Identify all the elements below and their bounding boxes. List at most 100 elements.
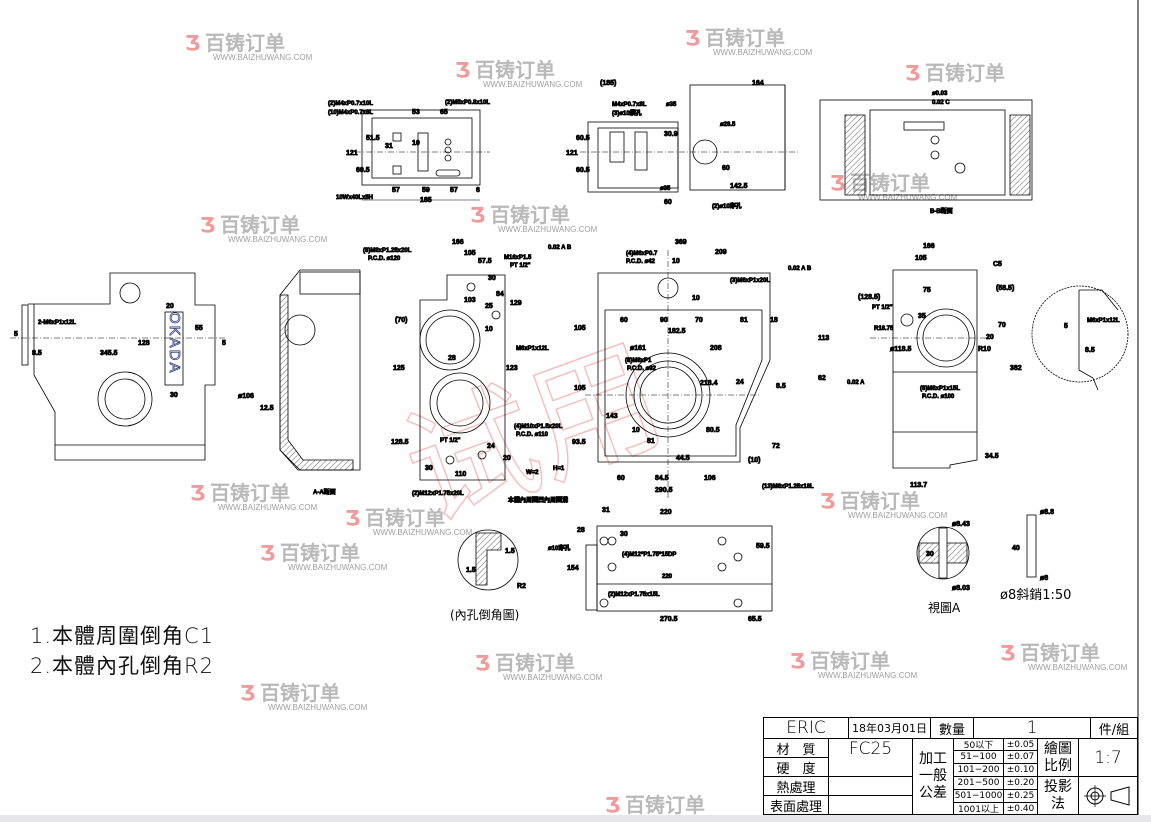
svg-text:PT 1/2": PT 1/2" xyxy=(440,438,461,444)
svg-text:60.5: 60.5 xyxy=(576,167,590,174)
svg-text:R18.75: R18.75 xyxy=(874,326,894,332)
pin-caption: ø8斜銷1:50 xyxy=(1000,587,1071,603)
svg-text:20: 20 xyxy=(166,303,174,310)
svg-text:(10): (10) xyxy=(748,457,760,464)
svg-text:93.5: 93.5 xyxy=(572,439,586,446)
svg-text:166: 166 xyxy=(923,243,935,250)
svg-text:10: 10 xyxy=(672,258,680,265)
svg-text:10: 10 xyxy=(485,326,493,333)
svg-text:Ʒ: Ʒ xyxy=(345,506,360,530)
svg-text:51.5: 51.5 xyxy=(366,135,380,142)
svg-text:6: 6 xyxy=(476,187,480,194)
svg-text:ø8.8: ø8.8 xyxy=(1040,509,1054,516)
svg-text:Ʒ: Ʒ xyxy=(905,61,920,85)
svg-text:(2)M4xP0.7x10L: (2)M4xP0.7x10L xyxy=(328,101,373,107)
svg-text:WWW.BAIZHUWANG.COM: WWW.BAIZHUWANG.COM xyxy=(503,673,603,682)
svg-text:(8)M8xP1.25x20L: (8)M8xP1.25x20L xyxy=(363,248,412,254)
svg-text:(3)ø10鑽孔: (3)ø10鑽孔 xyxy=(612,109,642,117)
svg-text:154: 154 xyxy=(567,565,579,572)
svg-text:M16xP1.5: M16xP1.5 xyxy=(504,255,532,261)
svg-text:A-A斷面: A-A斷面 xyxy=(313,488,336,496)
svg-text:10Wx40Lx5H: 10Wx40Lx5H xyxy=(336,195,373,201)
svg-text:(185): (185) xyxy=(600,80,616,87)
svg-text:70: 70 xyxy=(998,322,1006,329)
svg-text:369: 369 xyxy=(675,239,687,246)
svg-text:Ʒ: Ʒ xyxy=(190,481,205,505)
svg-text:44.5: 44.5 xyxy=(676,455,690,462)
svg-text:WWW.BAIZHUWANG.COM: WWW.BAIZHUWANG.COM xyxy=(213,53,313,62)
date: 18年03月01日 xyxy=(848,717,931,739)
svg-text:Ʒ: Ʒ xyxy=(470,203,485,227)
tolerance-value: ±0.07 xyxy=(1003,750,1038,764)
svg-text:62: 62 xyxy=(818,375,826,382)
svg-text:28: 28 xyxy=(577,527,585,534)
svg-text:30: 30 xyxy=(926,551,934,558)
svg-text:10: 10 xyxy=(632,427,640,434)
svg-text:209: 209 xyxy=(715,249,727,256)
surface-treatment-label: 表面處理 xyxy=(763,795,829,815)
svg-text:(70): (70) xyxy=(395,317,407,324)
svg-text:10: 10 xyxy=(412,140,420,147)
svg-text:57: 57 xyxy=(450,187,458,194)
svg-text:12.5: 12.5 xyxy=(260,405,274,412)
projection-label: 投影法 xyxy=(1037,776,1079,815)
svg-text:208: 208 xyxy=(710,345,722,352)
svg-text:121: 121 xyxy=(346,150,358,157)
view-top-left: 53 65 (2)M4xP0.7x10L (10)M4xP0.7x8L (2)M… xyxy=(328,100,491,205)
quantity-value: 1 xyxy=(973,717,1091,739)
svg-text:90: 90 xyxy=(660,317,668,324)
svg-text:百铸订单: 百铸订单 xyxy=(705,26,785,50)
svg-text:(8)M8xP1x15L: (8)M8xP1x15L xyxy=(920,386,960,392)
tolerance-range: 1001以上 xyxy=(953,802,1004,815)
svg-text:R10: R10 xyxy=(978,346,991,353)
svg-text:113: 113 xyxy=(818,335,829,342)
svg-text:81: 81 xyxy=(647,438,655,445)
svg-text:Ʒ: Ʒ xyxy=(820,489,835,513)
svg-text:31: 31 xyxy=(385,143,393,150)
svg-text:WWW.BAIZHUWANG.COM: WWW.BAIZHUWANG.COM xyxy=(373,528,473,537)
svg-text:75: 75 xyxy=(923,287,931,294)
tolerance-value: ±0.10 xyxy=(1003,763,1038,777)
tolerance-range: 51−100 xyxy=(953,750,1004,764)
svg-text:182.5: 182.5 xyxy=(668,328,686,335)
svg-text:Ʒ: Ʒ xyxy=(685,26,700,50)
svg-text:百铸订单: 百铸订单 xyxy=(495,651,575,675)
svg-text:ø28.5: ø28.5 xyxy=(720,122,736,128)
svg-text:(8)M8xP1: (8)M8xP1 xyxy=(625,358,652,364)
svg-text:百铸订单: 百铸订单 xyxy=(810,649,890,673)
svg-text:ø161: ø161 xyxy=(630,345,646,352)
svg-text:ø0.03: ø0.03 xyxy=(932,91,948,97)
svg-text:30: 30 xyxy=(620,531,628,538)
svg-text:百铸订单: 百铸订单 xyxy=(490,203,570,227)
bottom-bar xyxy=(0,815,1151,822)
svg-text:1.5: 1.5 xyxy=(505,548,515,555)
svg-text:M4xP0.7x8L: M4xP0.7x8L xyxy=(612,102,647,108)
svg-text:(3)M6xP1x20L: (3)M6xP1x20L xyxy=(730,278,770,284)
svg-text:5: 5 xyxy=(14,331,18,338)
svg-text:(13)M8xP1.25x18L: (13)M8xP1.25x18L xyxy=(762,484,814,490)
svg-text:WWW.BAIZHUWANG.COM: WWW.BAIZHUWANG.COM xyxy=(858,193,958,202)
note-1: 1.本體周圍倒角C1 xyxy=(30,624,215,648)
svg-text:20: 20 xyxy=(503,455,511,462)
view-a: ø8.43 30 ø8.03 視圖A xyxy=(916,521,970,615)
surface-treatment-value xyxy=(828,795,913,815)
svg-text:28: 28 xyxy=(448,355,456,362)
svg-text:105: 105 xyxy=(915,255,927,262)
svg-text:65: 65 xyxy=(440,109,448,116)
scale-value: 1:7 xyxy=(1078,738,1138,777)
svg-text:142.5: 142.5 xyxy=(730,183,748,190)
svg-text:Ʒ: Ʒ xyxy=(260,541,275,565)
svg-text:81: 81 xyxy=(740,317,748,324)
tolerance-value: ±0.20 xyxy=(1003,776,1038,790)
svg-text:143: 143 xyxy=(606,413,618,420)
tolerance-range: 101−200 xyxy=(953,763,1004,777)
svg-text:ø8.43: ø8.43 xyxy=(952,521,970,528)
